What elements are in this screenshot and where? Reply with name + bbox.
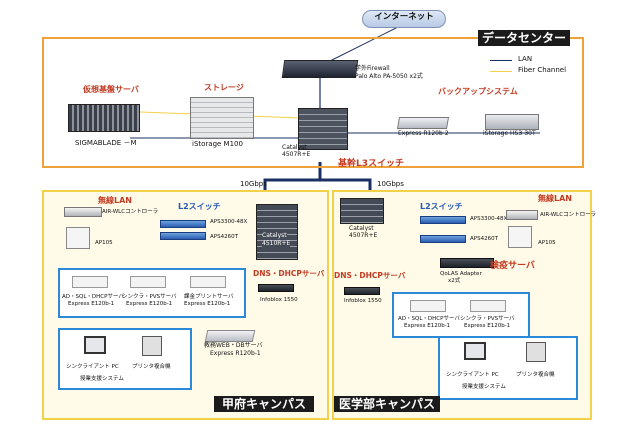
medical-l2-switch-1 (420, 216, 466, 224)
core-switch-heading: 基幹L3スイッチ (338, 159, 404, 169)
legend-lan-label: LAN (518, 55, 533, 63)
backup-server-device (396, 117, 450, 129)
kofu-pc-label: シンクライアント PC (66, 364, 119, 370)
kofu-server-2-device (130, 276, 166, 288)
core-switch-label-2: 4507R+E (282, 151, 311, 158)
kofu-server-3-label-2: Express E120b-1 (184, 301, 231, 307)
datacenter-title: データセンター (478, 30, 570, 46)
kofu-l2-model-2: APS4260T (210, 234, 238, 240)
kofu-printer-label: プリンタ複合機 (132, 364, 171, 370)
internet-cloud: インターネット (362, 10, 446, 28)
backup-heading: バックアップシステム (438, 87, 518, 96)
medical-qolas-device (440, 258, 494, 268)
medical-pc-icon (464, 342, 486, 360)
medical-qolas-label-2: x2式 (448, 278, 461, 284)
medical-printer-label: プリンタ複合機 (516, 372, 555, 378)
kofu-infoblox-device (258, 284, 294, 292)
medical-server-1-label-1: AD・SQL・DHCPサーバ (398, 316, 460, 322)
medical-server-1-device (410, 300, 446, 312)
medical-dist-switch-device (340, 198, 384, 224)
medical-infoblox-device (344, 287, 380, 295)
medical-ap-device (508, 226, 532, 248)
kofu-dist-switch-label-2: 4510R+E (262, 240, 291, 248)
medical-l2-heading: L2スイッチ (420, 202, 463, 211)
virtual-server-name: SIGMABLADE －M (75, 139, 137, 147)
kofu-web-server-label-1: 教務WEB・DBサーバ (204, 342, 263, 349)
kofu-ap-device (66, 227, 90, 249)
storage-device (190, 97, 254, 139)
kofu-ap-controller-device (64, 207, 102, 217)
medical-l2-model-2: APS4260T (470, 236, 498, 242)
firewall-label-1: 学外Firewall (355, 65, 390, 72)
virtual-server-device (68, 104, 140, 132)
kofu-server-1-device (72, 276, 108, 288)
medical-printer-icon (526, 342, 546, 362)
legend-lan-line (490, 60, 512, 61)
kofu-dist-switch-label-1: Catalyst (262, 232, 287, 240)
medical-auth-heading: 検疫サーバ (490, 261, 535, 271)
firewall-label-2: Palo Alto PA-5050 x2式 (355, 73, 423, 80)
medical-pc-label: シンクライアント PC (446, 372, 499, 378)
medical-infoblox-label: Infoblox 1550 (344, 298, 382, 304)
medical-dist-switch-label-1: Catalyst (349, 225, 374, 232)
kofu-web-server-label-2: Express R120b-1 (210, 350, 261, 357)
backup-storage-device (485, 114, 539, 130)
kofu-system-label: 授業支援システム (80, 376, 124, 382)
kofu-l2-switch-2 (160, 232, 206, 240)
medical-wireless-heading: 無線LAN (538, 194, 572, 203)
medical-server-2-label-2: Express E120b-1 (464, 323, 511, 329)
datacenter-frame (42, 37, 584, 168)
kofu-l2-switch-1 (160, 220, 206, 228)
medical-server-1-label-2: Express E120b-1 (404, 323, 451, 329)
link-speed-right: 10Gbps (377, 180, 404, 188)
firewall-device (281, 60, 359, 78)
medical-qolas-label-1: QoLAS Adapter (440, 271, 482, 277)
kofu-web-server-device (204, 330, 256, 342)
kofu-server-2-label-1: シンクラ・PVSサーバ (122, 294, 177, 300)
medical-ap-controller-device (506, 210, 538, 220)
legend: LAN Fiber Channel (490, 54, 580, 78)
kofu-campus-title: 甲府キャンパス (214, 396, 314, 412)
kofu-server-1-label-2: Express E120b-1 (68, 301, 115, 307)
backup-server-name: Express R120b-2 (398, 130, 449, 137)
kofu-server-3-device (190, 276, 226, 288)
core-switch-device (298, 108, 348, 150)
kofu-client-box (58, 328, 192, 390)
kofu-server-1-label-1: AD・SQL・DHCPサーバ (62, 294, 124, 300)
medical-l2-model-1: APS3300-48X (470, 216, 508, 222)
kofu-ap-label: AP105 (95, 240, 113, 246)
virtual-server-heading: 仮想基盤サーバ (83, 85, 139, 94)
medical-server-2-label-1: シンクラ・PVSサーバ (460, 316, 515, 322)
internet-label: インターネット (374, 12, 434, 22)
kofu-dns-heading: DNS・DHCPサーバ (253, 269, 325, 278)
legend-fc-line (490, 71, 512, 72)
kofu-l2-heading: L2スイッチ (178, 202, 221, 211)
medical-system-label: 授業支援システム (462, 384, 506, 390)
kofu-ap-controller-label: AIR-WLCコントローラ (102, 209, 159, 215)
link-speed-left: 10Gbps (240, 180, 267, 188)
kofu-server-2-label-2: Express E120b-1 (126, 301, 173, 307)
backup-storage-name: iStorage HS3-30T (483, 130, 536, 137)
medical-ap-label: AP105 (538, 240, 556, 246)
medical-dist-switch-label-2: 4507R+E (349, 232, 378, 239)
core-switch-label-1: Catalyst (282, 144, 307, 151)
medical-l2-switch-2 (420, 235, 466, 243)
kofu-infoblox-label: Infoblox 1550 (260, 297, 298, 303)
storage-name: iStorage M100 (192, 140, 243, 148)
kofu-printer-icon (142, 336, 162, 356)
kofu-wireless-heading: 無線LAN (98, 196, 132, 205)
medical-client-box (438, 336, 578, 400)
kofu-server-3-label-1: 課金プリントサーバ (184, 294, 234, 300)
medical-server-2-device (470, 300, 506, 312)
storage-heading: ストレージ (204, 83, 244, 92)
kofu-l2-model-1: APS3300-48X (210, 219, 248, 225)
kofu-pc-icon (84, 336, 106, 354)
medical-server-box (392, 292, 530, 338)
medical-dns-heading: DNS・DHCPサーバ (334, 271, 406, 280)
medical-campus-title: 医学部キャンパス (334, 396, 440, 412)
kofu-dist-switch-device (256, 204, 298, 260)
legend-fc-label: Fiber Channel (518, 66, 567, 74)
medical-ap-controller-label: AIR-WLCコントローラ (540, 212, 597, 218)
